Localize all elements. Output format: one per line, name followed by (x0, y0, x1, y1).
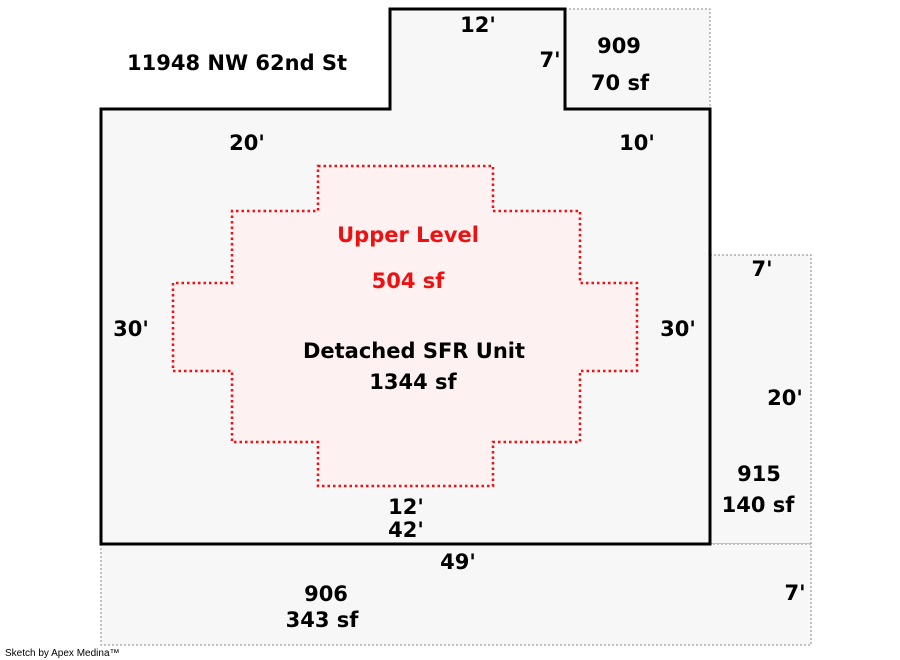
sketch-credit: Sketch by Apex Medina™ (5, 648, 120, 659)
main-unit-area: 1344 sf (369, 370, 457, 394)
dim-top-left: 20' (229, 131, 265, 155)
dim-top-right: 10' (619, 131, 655, 155)
annex-906-dim-side: 7' (784, 581, 805, 605)
annex-909-id: 909 (597, 34, 641, 58)
annex-906-id: 906 (304, 582, 348, 606)
annex-906-outline (100, 543, 812, 646)
dim-right: 30' (660, 317, 696, 341)
annex-915-dim-top: 7' (751, 257, 772, 281)
dim-bottom: 42' (388, 518, 424, 542)
upper-level-outline (171, 164, 639, 488)
annex-909-outline (564, 8, 711, 110)
annex-909-area: 70 sf (591, 71, 650, 95)
annex-915-id: 915 (737, 462, 781, 486)
dim-left: 30' (113, 317, 149, 341)
annex-906-dim-top: 49' (440, 550, 476, 574)
dim-bump-side: 7' (539, 48, 560, 72)
address-label: 11948 NW 62nd St (127, 51, 347, 75)
annex-915-outline (709, 254, 812, 545)
upper-level-dim-bottom: 12' (388, 495, 424, 519)
upper-level-area: 504 sf (372, 269, 446, 293)
annex-906-area: 343 sf (286, 608, 360, 632)
dim-bump-top: 12' (460, 13, 496, 37)
annex-915-area: 140 sf (722, 493, 796, 517)
annex-915-dim-side: 20' (767, 386, 803, 410)
upper-level-name: Upper Level (337, 223, 479, 247)
main-unit-name: Detached SFR Unit (303, 339, 525, 363)
